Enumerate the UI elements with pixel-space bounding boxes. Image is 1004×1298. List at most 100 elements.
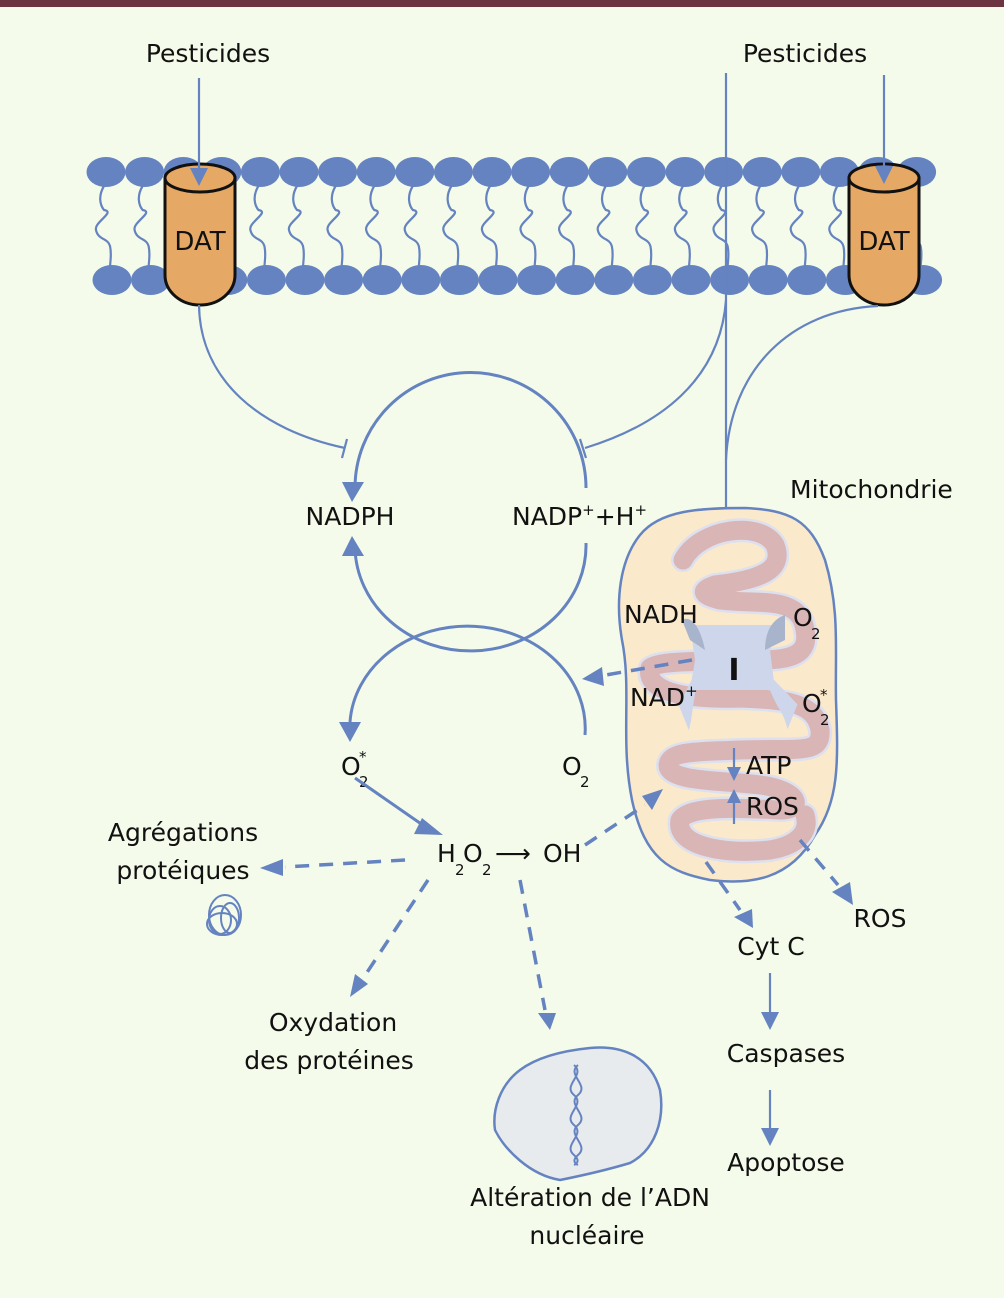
svg-text:2: 2 [455,861,465,879]
dna-helix-icon [569,1064,579,1166]
svg-text:NADP++H+: NADP++H+ [512,501,647,531]
dat-label-left: DAT [174,227,225,257]
lipid-tail [442,185,460,269]
nadph-cycle-upper-arc [353,371,588,489]
lipid-head-inner [478,265,518,295]
arrowhead-icon [642,789,663,810]
dat-label-right: DAT [858,227,909,257]
ros-out-label: ROS [854,904,907,933]
lipid-head-outer [125,157,165,187]
lipid-head-outer [626,157,666,187]
lipid-tail [249,185,267,269]
complex-i-label: I [728,653,739,688]
lipid-head-outer [240,157,280,187]
svg-text:O: O [463,839,483,868]
o2-label-cycle: O 2 [562,752,590,791]
lipid-head-inner [246,265,286,295]
dat-right-to-mitochondria-line [724,304,879,461]
svg-text:O: O [341,752,361,781]
nadp-label: NADP++H+ [512,501,647,531]
svg-text:2: 2 [359,773,369,791]
lipid-head-inner [632,265,672,295]
lipid-head-inner [748,265,788,295]
arrowhead-icon [582,667,604,686]
arrowhead-icon [761,1012,779,1030]
mitochondrion: I NADH NAD+ O 2 O 2 * ATP ROS [617,506,839,883]
o2-input-arrow [765,615,785,650]
oh-label: OH [543,839,581,868]
lipid-head-outer [472,157,512,187]
lipid-head-outer [395,157,435,187]
lipid-head-inner [285,265,325,295]
lipid-tail [673,185,691,269]
svg-text:O: O [562,752,582,781]
nucleus [493,1046,663,1182]
top-border-bar [0,0,1004,7]
o2-label-mito: O 2 [793,603,821,643]
protein-aggregate-icon [206,894,242,936]
lipid-head-inner [517,265,557,295]
nadph-cycle-lower-arc [353,542,588,653]
lipid-head-inner [401,265,441,295]
o2-star-output-arrow [764,669,798,730]
lipid-head-outer [86,157,126,187]
mitochondrie-label: Mitochondrie [790,475,953,504]
lipid-head-outer [318,157,358,187]
lipid-tail [635,185,653,269]
pesticides-label-right: Pesticides [743,39,867,68]
arrowhead-icon [190,168,208,186]
lipid-tail [828,185,846,269]
apoptose-label: Apoptose [727,1148,845,1177]
lipid-tail [133,185,151,269]
mitochondria-to-ros-dashed-arrow [798,838,840,887]
svg-text:*: * [359,748,367,766]
lipid-head-inner [710,265,750,295]
nad-output-arrow [678,678,698,731]
lipid-tail [789,185,807,269]
svg-text:NAD+: NAD+ [630,682,698,712]
aggregation-label-line1: Agrégations [108,818,258,847]
lipid-head-outer [665,157,705,187]
lipid-head-outer [704,157,744,187]
arrowhead-icon [538,1013,556,1030]
svg-text:2: 2 [811,625,821,643]
h2o2-to-oh-arrow: ⟶ [495,839,531,868]
lipid-head-outer [781,157,821,187]
lipid-head-inner [131,265,171,295]
lipid-tail [94,185,112,269]
dat-transporter-right: DAT [847,162,921,307]
svg-text:2: 2 [482,861,492,879]
complex-i-to-o2-dashed-arrow [599,658,693,678]
oh-to-dna-dashed-arrow [518,879,547,1011]
h2o2-label: H 2 O 2 [437,839,492,879]
h2o2-to-oxidation-dashed-arrow [360,879,430,981]
o2-star-label-cycle: O 2 * [341,748,369,791]
svg-text:2: 2 [580,773,590,791]
lipid-head-inner [787,265,827,295]
svg-text:*: * [820,686,828,704]
dna-label-line2: nucléaire [529,1221,644,1250]
lipid-tail [365,185,383,269]
svg-text:O: O [802,689,822,718]
cytc-label: Cyt C [737,932,804,961]
arrowhead-icon [734,909,753,928]
atp-label: ATP [746,751,792,780]
lipid-head-inner [555,265,595,295]
complex-i: I [678,615,798,731]
superoxide-cycle-arc [348,624,587,736]
lipid-head-inner [671,265,711,295]
oxidation-label-line2: des protéines [244,1046,414,1075]
nadh-input-arrow [682,618,705,650]
svg-text:H: H [437,839,456,868]
arrowhead-icon [414,818,443,835]
lipid-tail [403,185,421,269]
aggregation-label-line2: protéiques [116,856,249,885]
arrowhead-icon [342,482,364,502]
inhibition-curve-left [197,304,346,450]
oh-to-mitochondria-dashed-arrow [584,803,646,847]
lipid-tail [480,185,498,269]
lipid-head-inner [92,265,132,295]
lipid-tail [558,185,576,269]
arrowhead-icon [350,974,368,997]
